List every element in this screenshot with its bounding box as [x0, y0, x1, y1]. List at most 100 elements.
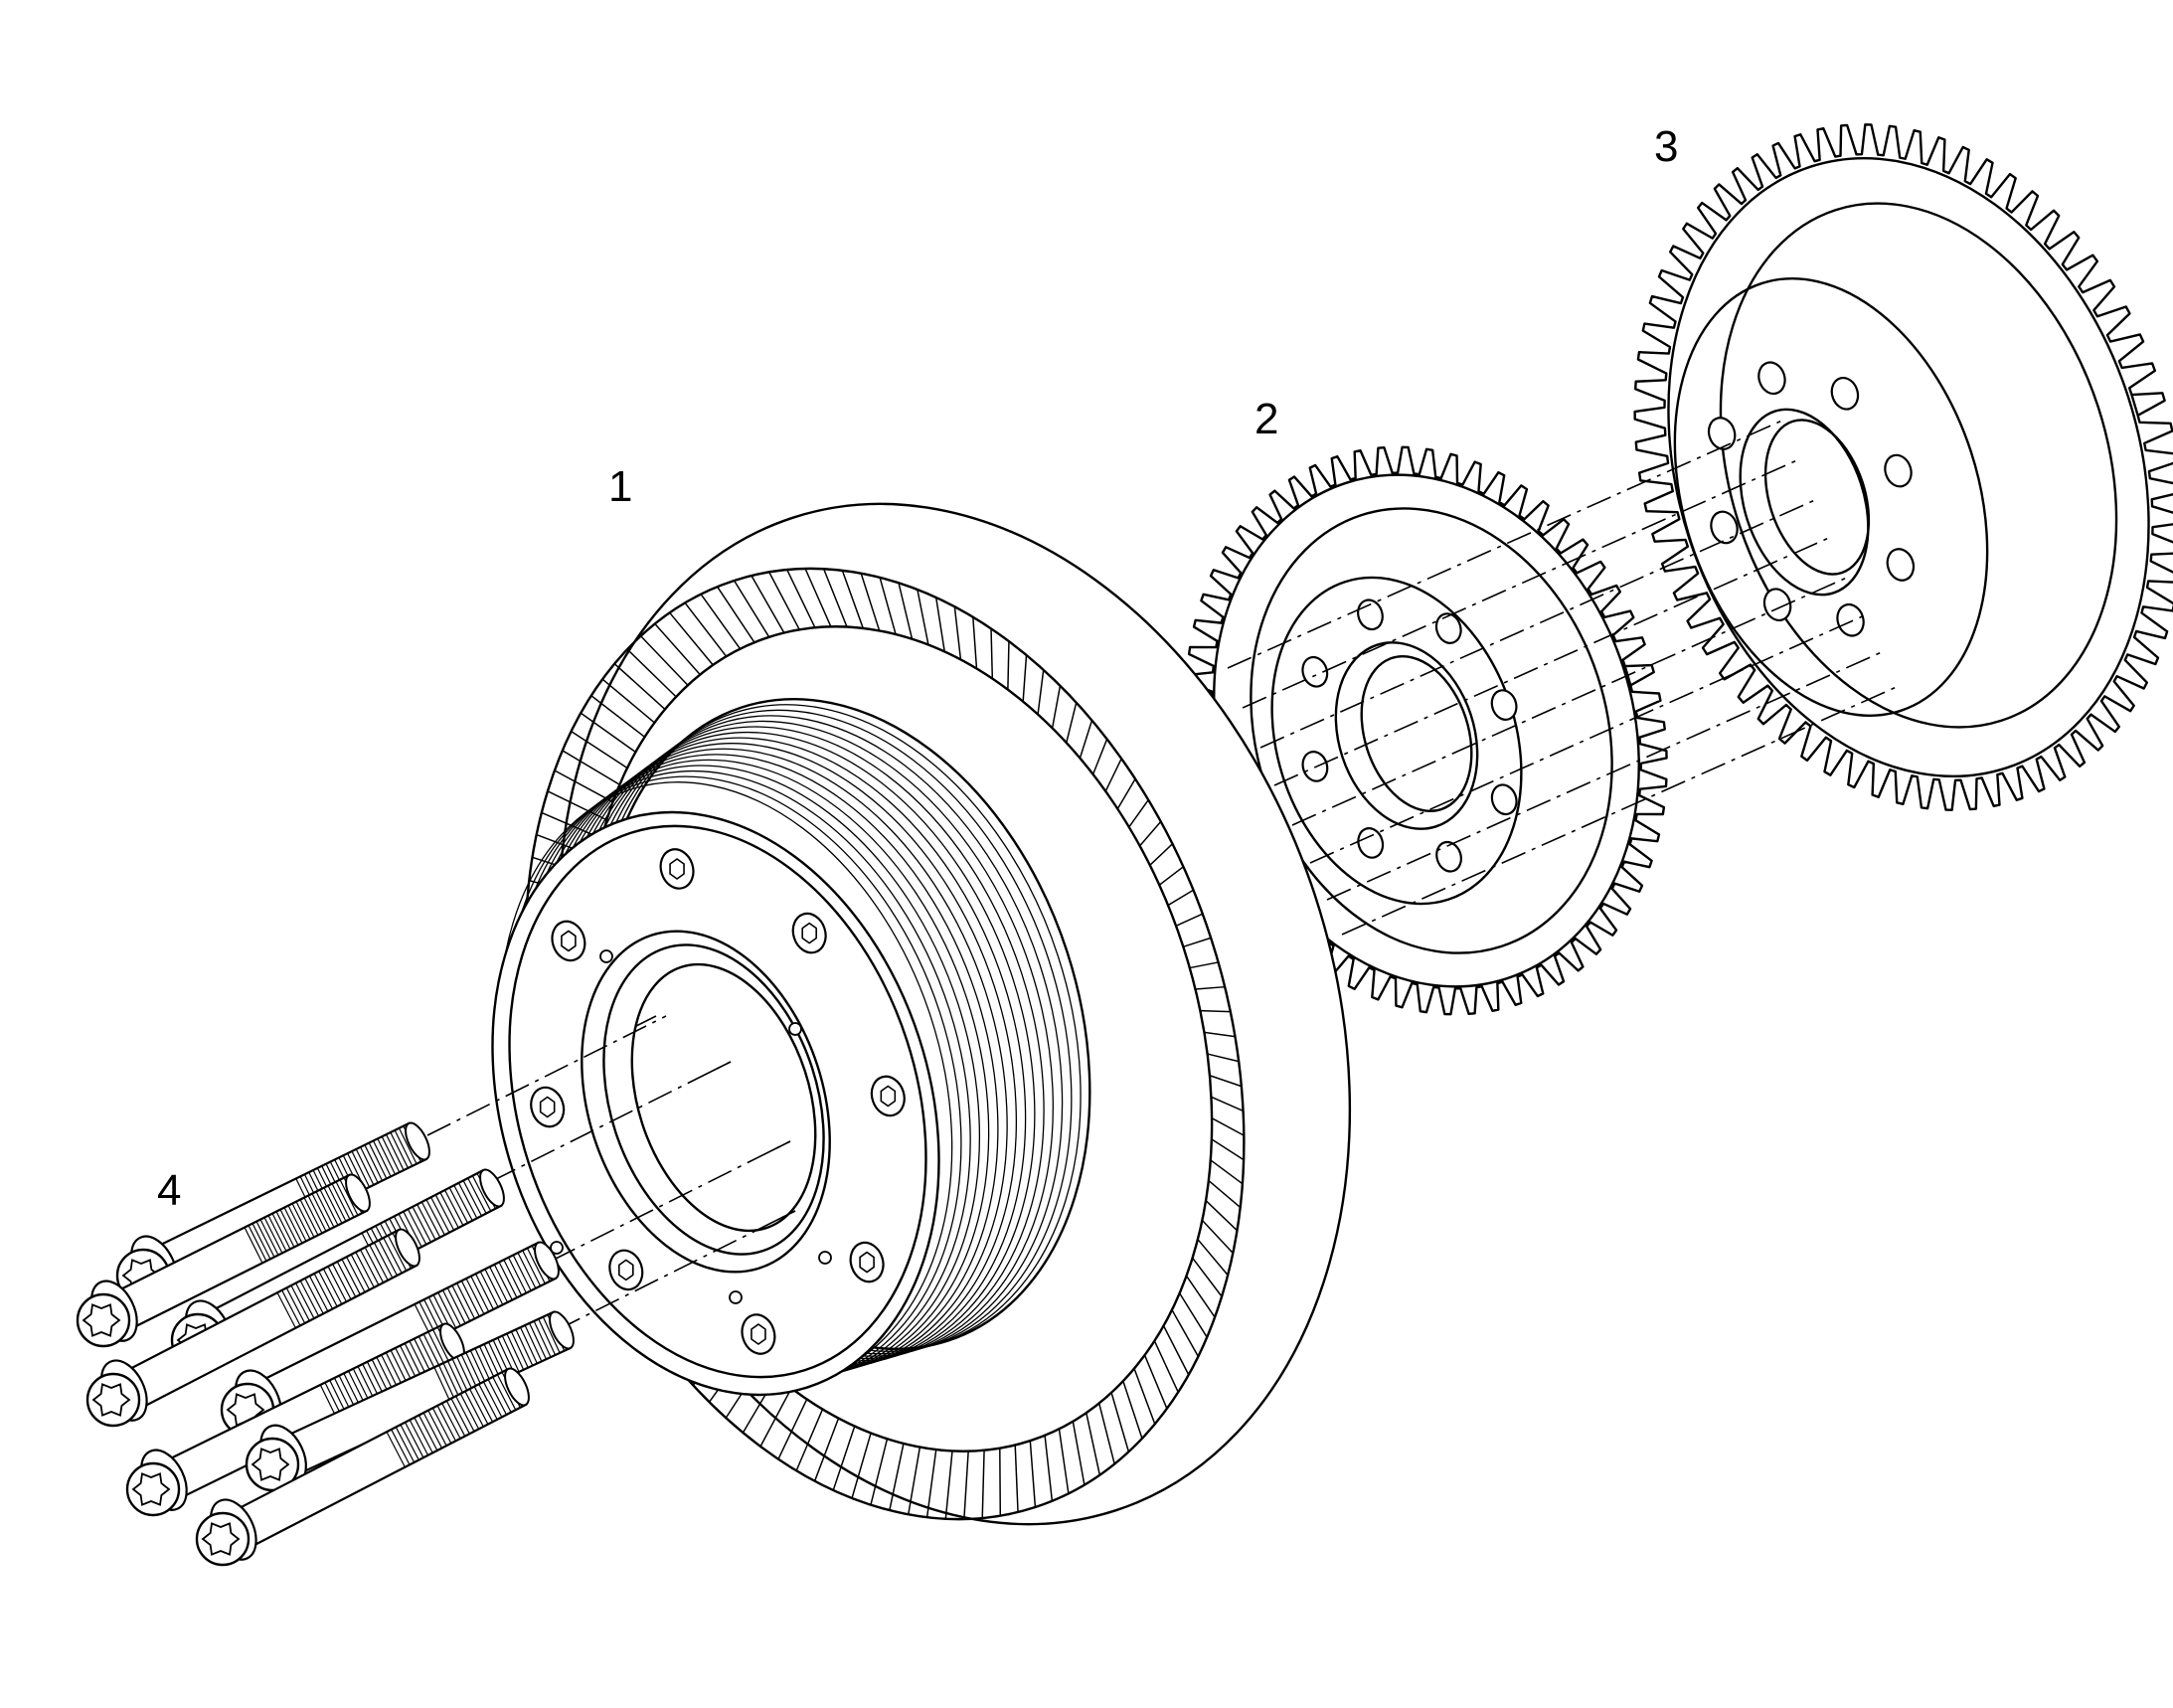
fin	[1097, 1403, 1115, 1464]
fin	[1086, 1412, 1101, 1475]
hex-socket	[751, 1323, 766, 1345]
bolt-tip	[479, 1168, 505, 1208]
thread	[467, 1177, 487, 1214]
fin	[1104, 758, 1122, 792]
callout-2: 2	[1254, 395, 1279, 443]
alignment-line	[551, 1140, 791, 1262]
bolt-hole	[1710, 510, 1739, 545]
alignment-lines-bolts	[426, 1015, 796, 1331]
thread	[443, 1189, 464, 1226]
bolt-hole	[1490, 783, 1518, 816]
thread	[373, 1140, 392, 1177]
thread	[508, 1257, 527, 1293]
fin	[898, 583, 914, 639]
fin	[700, 594, 742, 650]
thread	[538, 1318, 557, 1356]
thread	[464, 1391, 484, 1428]
flange-socket-screws	[530, 848, 906, 1355]
thread	[493, 1264, 513, 1300]
thread	[364, 1247, 385, 1283]
thread	[482, 1381, 503, 1418]
thread	[405, 1422, 424, 1458]
thread	[400, 1424, 419, 1460]
thread	[368, 1142, 388, 1179]
thread	[336, 1261, 357, 1297]
fin	[1153, 1340, 1179, 1393]
thread	[436, 1405, 456, 1442]
fin	[851, 1433, 872, 1499]
thread	[263, 1217, 283, 1254]
fin	[1189, 961, 1219, 969]
thread	[339, 1179, 359, 1216]
thread	[418, 1415, 438, 1452]
fin	[1162, 1325, 1190, 1376]
fin	[1178, 1292, 1208, 1338]
thread	[457, 1182, 478, 1219]
thread	[386, 1431, 406, 1468]
fin	[934, 597, 945, 652]
thread	[489, 1266, 509, 1303]
fin	[1197, 1239, 1229, 1277]
alignment-line	[774, 1210, 796, 1222]
bolt-tip	[405, 1121, 430, 1161]
alignment-line	[1227, 419, 1785, 669]
fin	[822, 568, 848, 627]
fin	[1207, 1053, 1240, 1063]
thread	[377, 1138, 397, 1175]
bolt-tip	[395, 1228, 420, 1268]
fin	[908, 1447, 921, 1515]
fin	[1209, 1075, 1243, 1088]
socket-screw	[849, 1241, 885, 1283]
fin	[590, 695, 646, 738]
thread	[332, 1264, 352, 1300]
hex-socket	[880, 1085, 897, 1108]
hex-socket	[801, 922, 817, 944]
thread	[381, 1135, 401, 1173]
fin	[1185, 1275, 1216, 1318]
thread	[276, 1291, 296, 1329]
bolt-hole	[1757, 361, 1786, 396]
thread	[290, 1284, 310, 1321]
thread	[450, 1398, 470, 1435]
thread	[355, 1252, 375, 1288]
hex-socket	[859, 1251, 875, 1274]
bolt-hole	[1886, 548, 1916, 582]
thread	[459, 1393, 480, 1430]
fin	[1128, 799, 1149, 828]
thread	[383, 1237, 403, 1274]
thread	[346, 1256, 366, 1293]
fin	[879, 577, 897, 635]
fin	[601, 678, 655, 724]
thread	[259, 1219, 279, 1256]
fin	[795, 1409, 824, 1471]
thread	[441, 1403, 461, 1440]
thread	[439, 1192, 459, 1229]
thread	[498, 1262, 518, 1298]
thread	[283, 1207, 303, 1244]
fin	[786, 569, 816, 628]
fin	[813, 1418, 840, 1481]
thread	[418, 1335, 437, 1373]
thread	[432, 1329, 451, 1366]
thread	[251, 1223, 271, 1260]
fin	[1122, 1380, 1143, 1440]
thread	[279, 1209, 299, 1246]
bolt-hole	[1301, 655, 1329, 688]
thread	[319, 1189, 339, 1226]
thread	[515, 1329, 534, 1366]
thread	[445, 1400, 466, 1437]
thread	[455, 1395, 475, 1433]
fin	[1051, 685, 1062, 729]
thread	[275, 1211, 295, 1248]
thread	[479, 1271, 499, 1307]
thread	[248, 1225, 267, 1262]
fin	[554, 769, 613, 803]
bolt-hole	[1830, 376, 1860, 411]
thread	[427, 1331, 447, 1368]
thread	[350, 1254, 371, 1290]
thread	[364, 1144, 384, 1181]
twelve-point-socket	[201, 1522, 241, 1556]
bolt	[245, 1310, 575, 1492]
callout-3: 3	[1654, 122, 1679, 171]
fin	[981, 1450, 985, 1518]
